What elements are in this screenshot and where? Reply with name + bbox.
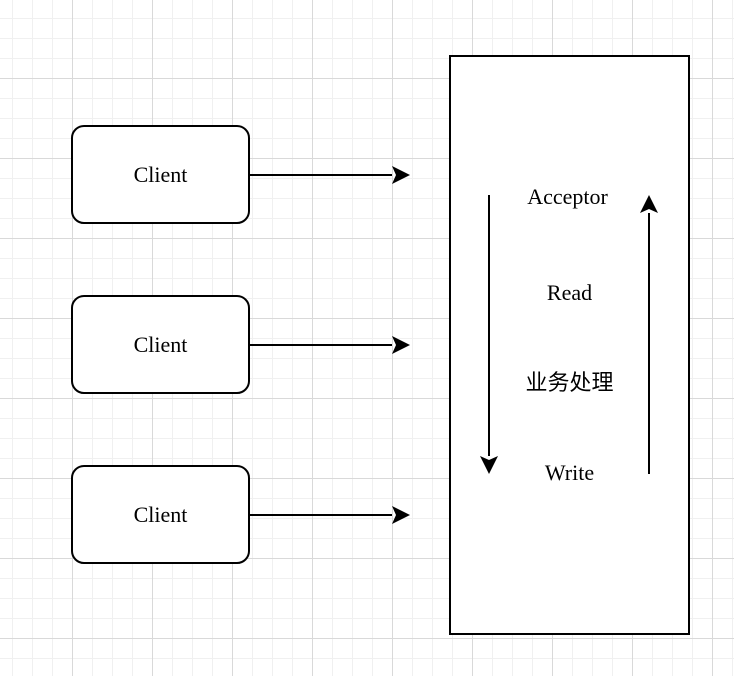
client-1-connector-arrow[interactable] bbox=[250, 166, 410, 184]
client-2-connector-arrow[interactable] bbox=[250, 336, 410, 354]
step-business-processing: 业务处理 bbox=[525, 370, 614, 395]
client-node-2[interactable]: Client bbox=[71, 295, 250, 394]
step-acceptor: Acceptor bbox=[527, 184, 608, 209]
server-node[interactable] bbox=[449, 55, 690, 635]
step-read: Read bbox=[546, 280, 593, 305]
client-node-1[interactable]: Client bbox=[71, 125, 250, 224]
step-write: Write bbox=[544, 460, 595, 485]
client-3-connector-arrow[interactable] bbox=[250, 506, 410, 524]
client-node-3[interactable]: Client bbox=[71, 465, 250, 564]
